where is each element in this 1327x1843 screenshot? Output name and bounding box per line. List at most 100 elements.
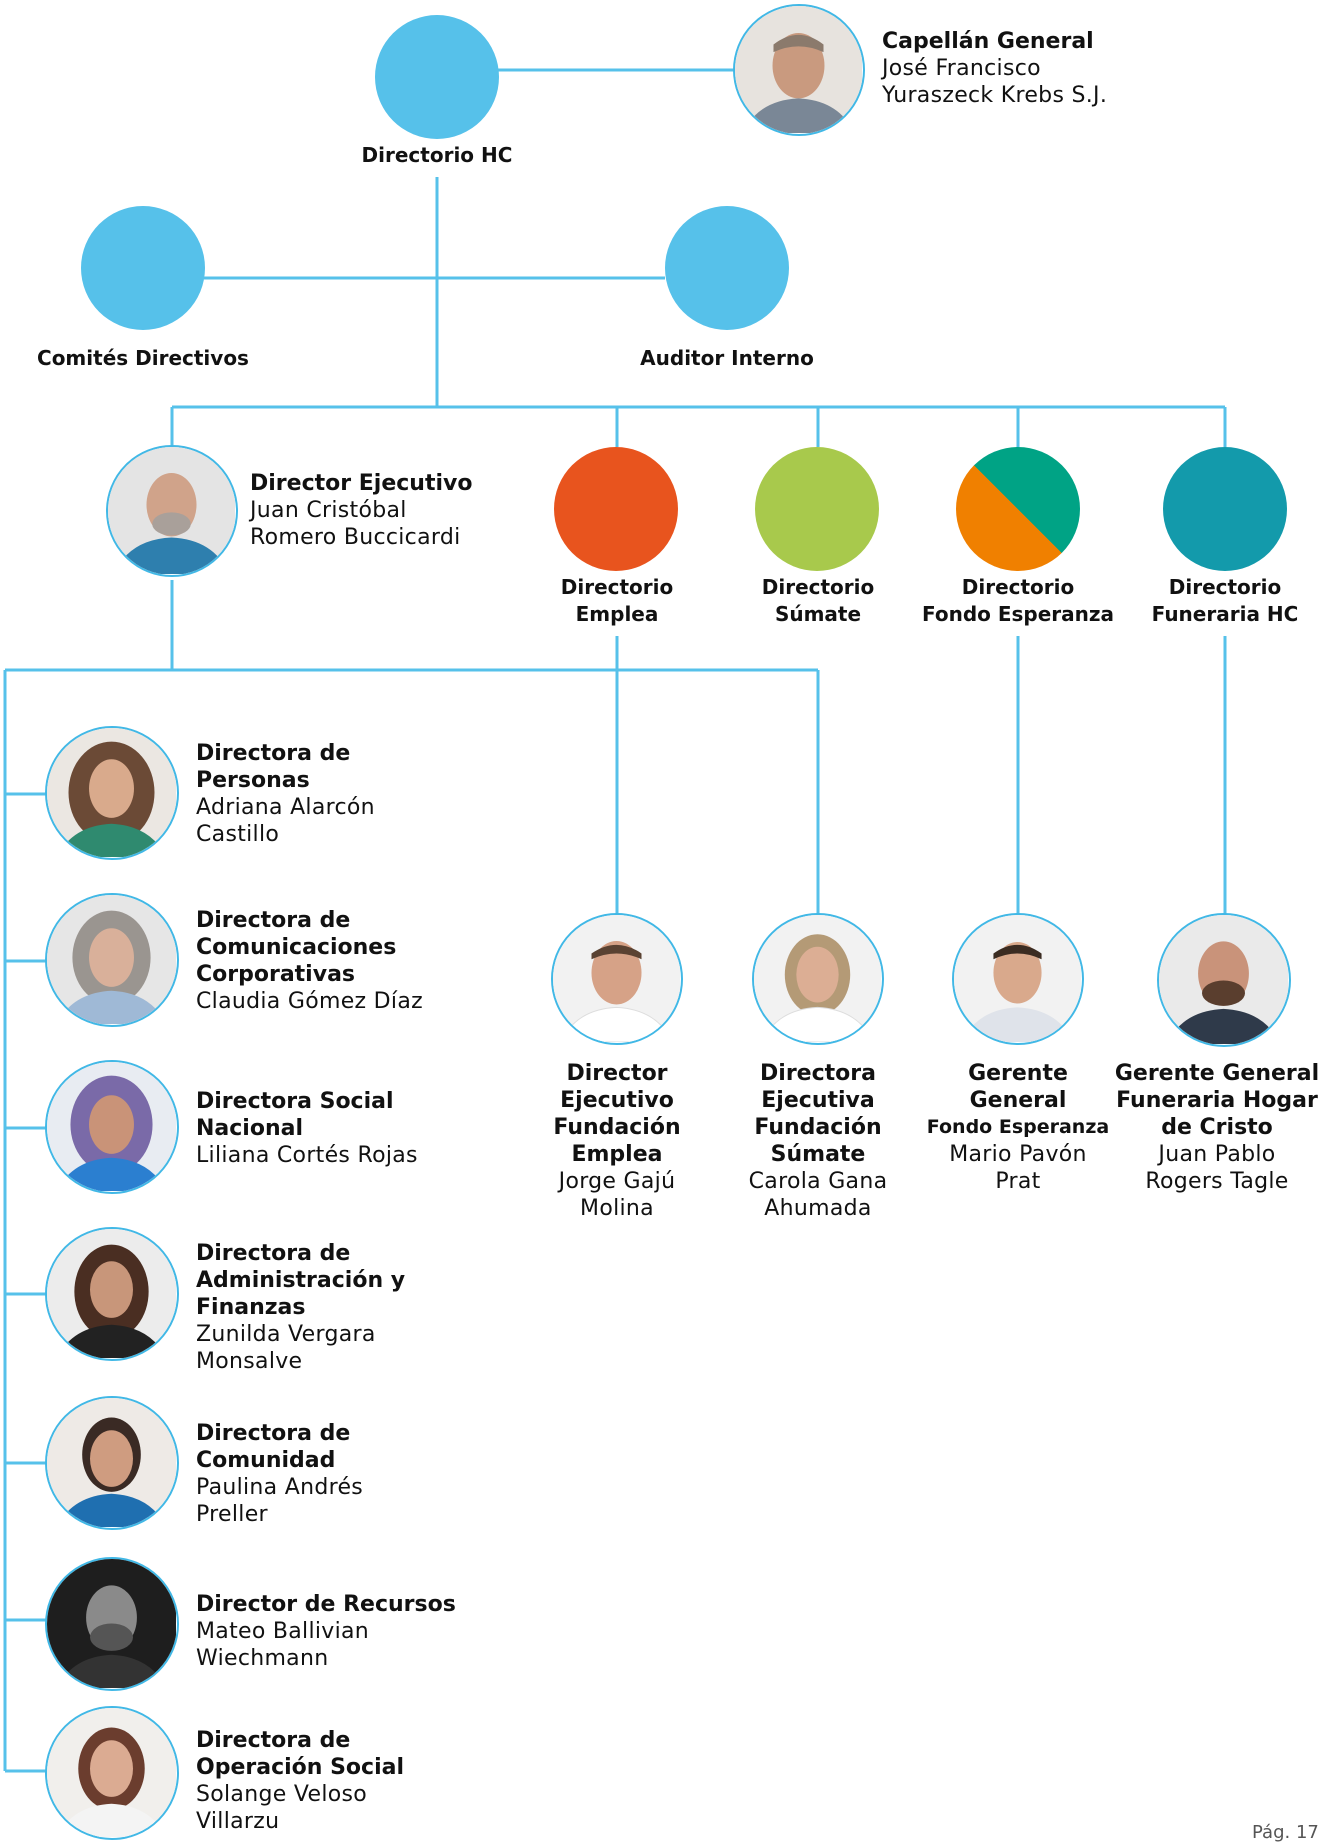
staff-social-name-1: Liliana Cortés Rojas (196, 1143, 418, 1168)
exec-photo-funeraria (1157, 913, 1291, 1047)
capellan-block: Capellán General José Francisco Yuraszec… (882, 28, 1107, 109)
exec-funeraria-name-2: Rogers Tagle (1145, 1169, 1289, 1194)
exec-photo-sumate (752, 913, 884, 1045)
exec-sumate-name-1: Carola Gana (748, 1169, 888, 1194)
auditor-interno-node (665, 206, 789, 330)
exec-emplea-title-3: Fundación (553, 1115, 681, 1140)
directorio-hc-label: Directorio HC (361, 143, 513, 167)
staff-comunidad-name-1: Paulina Andrés (196, 1475, 364, 1500)
director-ejecutivo-name-2: Romero Buccicardi (250, 525, 461, 550)
director-ejecutivo-name-1: Juan Cristóbal (250, 498, 407, 523)
staff-block-comunicaciones: Directora de Comunicaciones Corporativas… (196, 907, 423, 1015)
exec-fondo-name-1: Mario Pavón (949, 1142, 1087, 1167)
capellan-name-2: Yuraszeck Krebs S.J. (882, 83, 1108, 108)
staff-operacion-name-1: Solange Veloso (196, 1782, 368, 1807)
staff-comunicaciones-title-1: Directora de (196, 908, 351, 933)
exec-block-fondo: Gerente General Fondo Esperanza Mario Pa… (903, 1060, 1133, 1195)
directorio-emplea-label: Directorio Emplea (517, 574, 717, 628)
staff-personas-name-1: Adriana Alarcón (196, 795, 375, 820)
directorio-emplea-node (554, 447, 678, 571)
staff-block-operacion: Directora de Operación Social Solange Ve… (196, 1727, 404, 1835)
capellan-title: Capellán General (882, 29, 1094, 54)
staff-social-title-2: Nacional (196, 1116, 304, 1141)
staff-administracion-title-3: Finanzas (196, 1295, 306, 1320)
directorio-fondo-esperanza-label: Directorio Fondo Esperanza (903, 574, 1133, 628)
auditor-interno-label: Auditor Interno (640, 346, 814, 370)
staff-photo-personas (45, 726, 179, 860)
staff-recursos-name-1: Mateo Ballivian (196, 1619, 370, 1644)
staff-administracion-name-1: Zunilda Vergara (196, 1322, 376, 1347)
staff-operacion-title-2: Operación Social (196, 1755, 405, 1780)
directorio-emplea-line-1: Directorio (560, 575, 674, 599)
page-number: Pág. 17 (1252, 1822, 1319, 1843)
exec-emplea-title-4: Emplea (571, 1142, 663, 1167)
exec-emplea-name-2: Molina (580, 1196, 654, 1221)
staff-comunicaciones-title-2: Comunicaciones (196, 935, 397, 960)
exec-sumate-title-4: Súmate (770, 1142, 866, 1167)
directorio-sumate-node (755, 447, 879, 571)
directorio-funeraria-line-1: Directorio (1168, 575, 1282, 599)
staff-photo-comunidad (45, 1396, 179, 1530)
staff-block-recursos: Director de Recursos Mateo Ballivian Wie… (196, 1591, 456, 1672)
directorio-funeraria-line-2: Funeraria HC (1151, 602, 1299, 626)
director-ejecutivo-photo (106, 445, 238, 577)
exec-sumate-title-1: Directora (760, 1061, 876, 1086)
staff-photo-comunicaciones (45, 893, 179, 1027)
capellan-photo (733, 4, 865, 136)
staff-personas-name-2: Castillo (196, 822, 280, 847)
exec-block-sumate: Directora Ejecutiva Fundación Súmate Car… (718, 1060, 918, 1222)
capellan-name-1: José Francisco (882, 56, 1041, 81)
directorio-fondo-line-2: Fondo Esperanza (921, 602, 1115, 626)
exec-sumate-name-2: Ahumada (764, 1196, 872, 1221)
directorio-hc-node (375, 15, 499, 139)
exec-fondo-title-2: General (969, 1088, 1067, 1113)
exec-funeraria-title-1: Gerente General (1114, 1061, 1320, 1086)
exec-emplea-name-1: Jorge Gajú (558, 1169, 676, 1194)
staff-personas-title-1: Directora de (196, 741, 351, 766)
exec-photo-fondo (952, 913, 1084, 1045)
directorio-sumate-line-2: Súmate (774, 602, 862, 626)
staff-block-personas: Directora de Personas Adriana Alarcón Ca… (196, 740, 375, 848)
exec-emplea-title-2: Ejecutivo (560, 1088, 674, 1113)
staff-administracion-title-1: Directora de (196, 1241, 351, 1266)
directorio-fondo-esperanza-node (956, 447, 1080, 571)
staff-photo-social (45, 1060, 179, 1194)
director-ejecutivo-title: Director Ejecutivo (250, 471, 473, 496)
exec-photo-emplea (551, 913, 683, 1045)
exec-funeraria-title-2: Funeraria Hogar (1116, 1088, 1318, 1113)
directorio-funeraria-node (1163, 447, 1287, 571)
staff-block-comunidad: Directora de Comunidad Paulina Andrés Pr… (196, 1420, 363, 1528)
exec-emplea-title-1: Director (566, 1061, 668, 1086)
staff-block-social: Directora Social Nacional Liliana Cortés… (196, 1088, 418, 1169)
staff-photo-administracion (45, 1227, 179, 1361)
directorio-emplea-line-2: Emplea (575, 602, 659, 626)
staff-operacion-title-1: Directora de (196, 1728, 351, 1753)
staff-comunicaciones-name-1: Claudia Gómez Díaz (196, 989, 423, 1014)
staff-photo-recursos (45, 1557, 179, 1691)
staff-comunicaciones-title-3: Corporativas (196, 962, 356, 987)
exec-block-funeraria: Gerente General Funeraria Hogar de Crist… (1107, 1060, 1327, 1195)
staff-photo-operacion (45, 1706, 179, 1840)
comites-directivos-node (81, 206, 205, 330)
exec-fondo-title-3: Fondo Esperanza (926, 1116, 1110, 1138)
staff-administracion-title-2: Administración y (196, 1268, 406, 1293)
directorio-fondo-line-1: Directorio (961, 575, 1075, 599)
staff-administracion-name-2: Monsalve (196, 1349, 303, 1374)
staff-block-administracion: Directora de Administración y Finanzas Z… (196, 1240, 405, 1375)
directorio-sumate-label: Directorio Súmate (718, 574, 918, 628)
exec-sumate-title-2: Ejecutiva (761, 1088, 875, 1113)
exec-fondo-name-2: Prat (995, 1169, 1041, 1194)
staff-recursos-name-2: Wiechmann (196, 1646, 329, 1671)
comites-directivos-label: Comités Directivos (37, 346, 249, 370)
staff-operacion-name-2: Villarzu (196, 1809, 280, 1834)
exec-sumate-title-3: Fundación (754, 1115, 882, 1140)
staff-personas-title-2: Personas (196, 768, 310, 793)
director-ejecutivo-block: Director Ejecutivo Juan Cristóbal Romero… (250, 470, 472, 551)
staff-recursos-title-1: Director de Recursos (196, 1592, 456, 1617)
staff-comunidad-title-1: Directora de (196, 1421, 351, 1446)
staff-social-title-1: Directora Social (196, 1089, 394, 1114)
staff-comunidad-name-2: Preller (196, 1502, 268, 1527)
exec-funeraria-name-1: Juan Pablo (1158, 1142, 1276, 1167)
exec-block-emplea: Director Ejecutivo Fundación Emplea Jorg… (517, 1060, 717, 1222)
exec-funeraria-title-3: de Cristo (1161, 1115, 1273, 1140)
